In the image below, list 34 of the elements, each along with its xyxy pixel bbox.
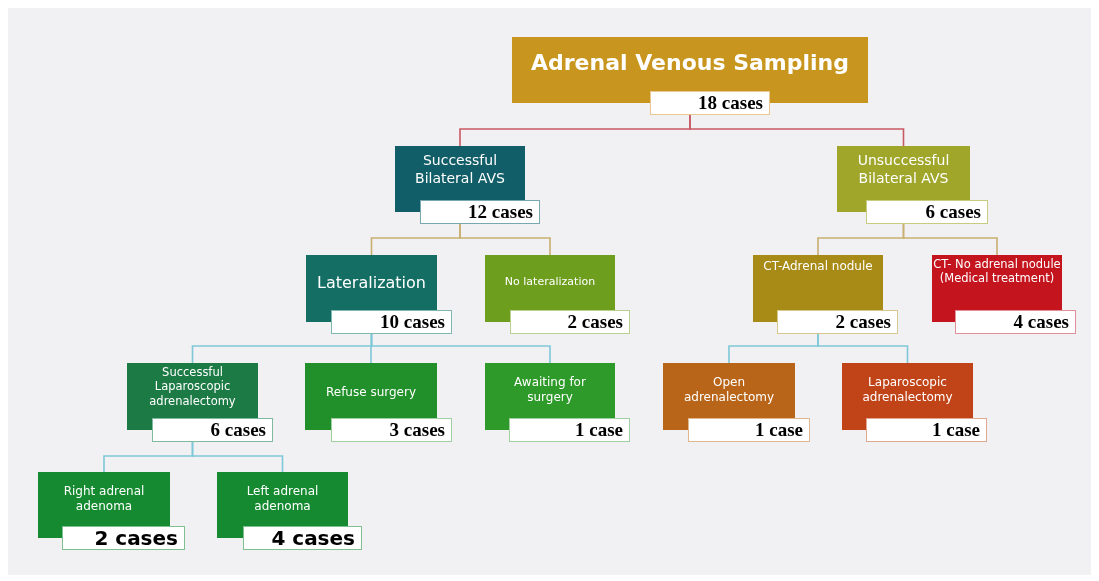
case-count-label: 4 cases bbox=[955, 310, 1076, 334]
node-title: No lateralization bbox=[503, 275, 597, 289]
connector-line bbox=[902, 223, 998, 256]
case-count-label: 2 cases bbox=[777, 310, 898, 334]
node-title: Left adrenal adenoma bbox=[245, 484, 320, 514]
case-count-label: 6 cases bbox=[152, 418, 273, 442]
connector-line bbox=[689, 114, 905, 147]
case-count-label: 12 cases bbox=[420, 200, 540, 224]
case-count-label: 1 case bbox=[688, 418, 810, 442]
connector-line bbox=[191, 441, 284, 473]
case-count-label: 1 case bbox=[866, 418, 987, 442]
case-count-label: 6 cases bbox=[866, 200, 988, 224]
case-count-label: 18 cases bbox=[650, 91, 770, 115]
node-title: CT-Adrenal nodule bbox=[762, 259, 874, 274]
case-count-label: 4 cases bbox=[243, 526, 362, 550]
connector-line bbox=[817, 333, 909, 364]
case-count-label: 3 cases bbox=[331, 418, 452, 442]
node-title: Refuse surgery bbox=[324, 385, 418, 400]
node-title: Awaiting for surgery bbox=[513, 375, 587, 405]
node-title: CT- No adrenal nodule (Medical treatment) bbox=[932, 257, 1062, 286]
connector-line bbox=[370, 333, 551, 364]
node-title: Open adrenalectomy bbox=[683, 375, 775, 405]
node-title: Successful Bilateral AVS bbox=[414, 152, 506, 187]
case-count-label: 2 cases bbox=[62, 526, 185, 550]
node-title: Successful Laparoscopic adrenalectomy bbox=[148, 365, 237, 409]
case-count-label: 2 cases bbox=[510, 310, 630, 334]
node-title: Right adrenal adenoma bbox=[62, 484, 146, 514]
case-count-label: 10 cases bbox=[331, 310, 452, 334]
connector-line bbox=[459, 223, 551, 256]
node-title: Unsuccessful Bilateral AVS bbox=[856, 152, 951, 187]
case-count-label: 1 case bbox=[509, 418, 630, 442]
node-title: Adrenal Venous Sampling bbox=[529, 49, 850, 77]
node-title: Laparoscopic adrenalectomy bbox=[861, 375, 954, 405]
node-title: Lateralization bbox=[316, 273, 427, 293]
